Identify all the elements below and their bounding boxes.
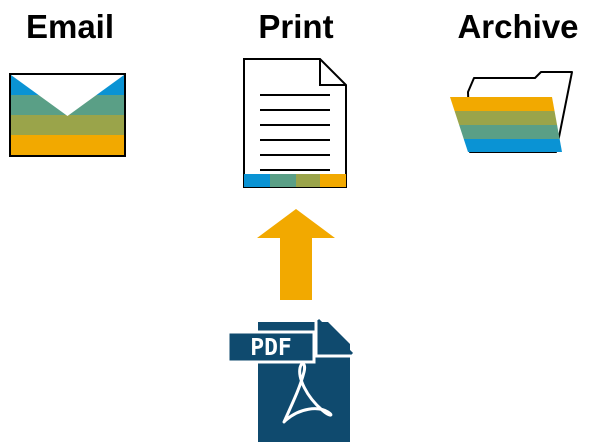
pdf-file-icon: PDF: [226, 318, 354, 442]
envelope-band-gold: [11, 135, 124, 155]
envelope-flap: [11, 75, 124, 116]
print-bar-blue: [244, 174, 270, 187]
envelope-band-olive: [11, 115, 124, 135]
print-label: Print: [258, 8, 334, 45]
acrobat-logo-icon: [282, 362, 333, 424]
folder-band-gold: [450, 97, 562, 111]
folder-band-teal: [450, 125, 562, 139]
pdf-badge: [226, 330, 316, 364]
print-bar-gold: [320, 174, 346, 187]
print-bar-teal: [270, 174, 296, 187]
pdf-badge-text: PDF: [250, 335, 292, 361]
up-arrow-icon: [257, 209, 335, 300]
open-folder-icon: [450, 71, 573, 153]
print-bar-olive: [296, 174, 320, 187]
folder-band-olive: [450, 111, 562, 125]
folder-band-blue: [450, 139, 562, 152]
printed-document-icon: [243, 58, 347, 188]
archive-label: Archive: [457, 8, 579, 45]
email-label: Email: [25, 8, 115, 45]
envelope-icon: [9, 73, 126, 157]
